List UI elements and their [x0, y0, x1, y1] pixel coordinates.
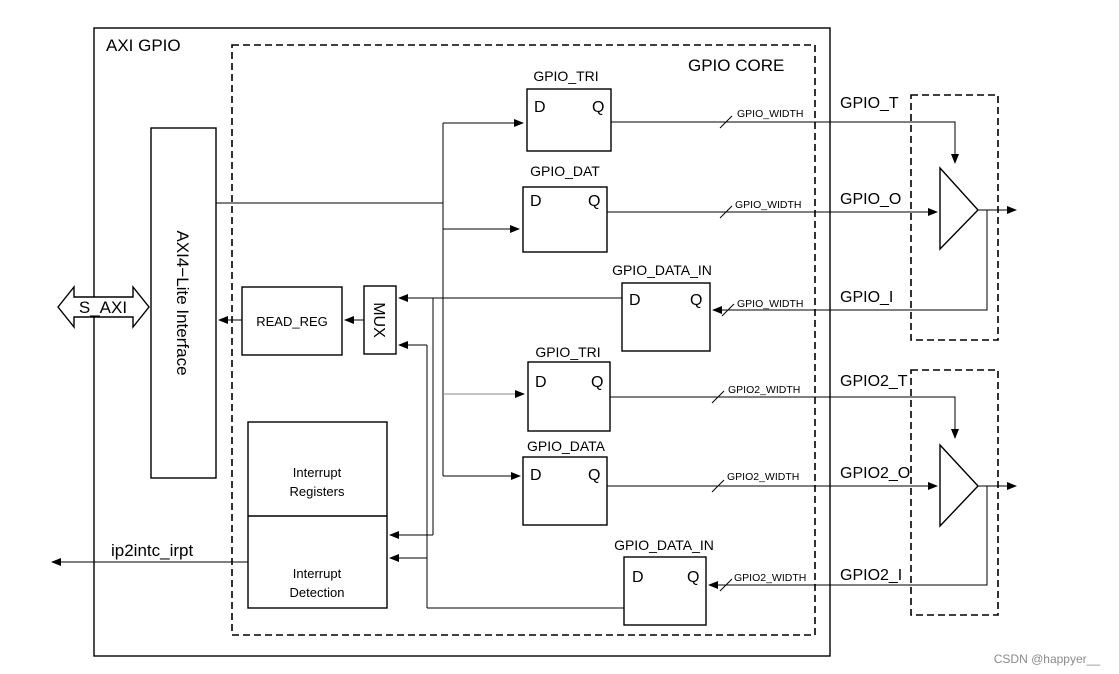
gpio2-data-in-label: GPIO_DATA_IN — [614, 537, 714, 553]
gpio-i-label: GPIO_I — [840, 289, 893, 306]
gpio-tri-register — [526, 88, 612, 152]
gpio2-t-line — [610, 396, 959, 439]
gpio-t-line — [611, 121, 959, 164]
channel1-io-buffer-region — [910, 94, 999, 341]
gpio-dat-register — [522, 186, 608, 253]
gpio2-t-bus-slash — [711, 390, 725, 404]
csdn-watermark: CSDN @happyer__ — [994, 652, 1101, 666]
gpio-tri-q: Q — [592, 99, 604, 116]
gpio-t-label: GPIO_T — [840, 95, 899, 112]
gpio-dat-q: Q — [588, 193, 600, 210]
gpio2-data-in-q: Q — [687, 569, 699, 586]
gpio2-i-bus-slash — [719, 578, 733, 592]
gpio2-t-label: GPIO2_T — [840, 373, 908, 390]
gpio-core-title: GPIO CORE — [688, 56, 784, 75]
gpio-data-in-q: Q — [690, 292, 702, 309]
gpio2-i-label: GPIO2_I — [840, 567, 902, 584]
channel2-io-buffer-region — [910, 369, 999, 616]
gpio-t-width: GPIO_WIDTH — [737, 108, 804, 120]
interrupt-registers-line1: Interrupt — [293, 465, 342, 480]
gpio2-tri-register — [527, 361, 611, 432]
axi4-lite-label: AXI4−Lite Interface — [173, 230, 192, 375]
gpio-o-bus-slash — [719, 205, 733, 219]
gpio-o-width: GPIO_WIDTH — [735, 199, 802, 211]
gpio-o-label: GPIO_O — [840, 191, 901, 208]
gpio-dat-d: D — [530, 193, 542, 210]
gpio-data-in-d: D — [629, 292, 641, 309]
gpio-i-width: GPIO_WIDTH — [737, 298, 804, 310]
gpio2-i-width: GPIO2_WIDTH — [734, 572, 806, 584]
read-reg-label: READ_REG — [256, 314, 328, 329]
gpio-t-bus-slash — [719, 115, 733, 129]
gpio2-o-label: GPIO2_O — [840, 465, 910, 482]
gpio2-data-q: Q — [588, 467, 600, 484]
ip2intc-label: ip2intc_irpt — [111, 541, 193, 560]
read-reg-block — [241, 286, 343, 356]
gpio-tri-d: D — [534, 99, 546, 116]
mux-block — [363, 285, 397, 355]
gpio2-t-width: GPIO2_WIDTH — [728, 384, 800, 396]
gpio2-o-bus-slash — [711, 479, 725, 493]
axi4-lite-interface-block — [150, 127, 217, 479]
gpio-i-bus-slash — [721, 303, 735, 317]
gpio2-tri-q: Q — [591, 374, 603, 391]
s-axi-label: S_AXI — [79, 298, 127, 317]
gpio2-data-register — [522, 456, 608, 526]
gpio2-data-label: GPIO_DATA — [527, 438, 606, 454]
gpio-dat-label: GPIO_DAT — [530, 163, 600, 179]
gpio-channel1-buffer — [939, 166, 979, 251]
axi-gpio-box — [93, 27, 831, 657]
gpio2-data-in-register — [623, 556, 707, 626]
gpio2-tri-label: GPIO_TRI — [535, 344, 600, 360]
gpio2-i-line — [708, 486, 988, 589]
gpio-core-box — [231, 44, 816, 636]
interrupt-block — [247, 421, 388, 609]
interrupt-detection-line2: Detection — [290, 585, 345, 600]
gpio-i-line — [712, 210, 988, 314]
s-axi-arrow — [57, 285, 150, 329]
gpio-data-in-register — [621, 282, 711, 352]
gpio-data-in-label: GPIO_DATA_IN — [612, 262, 712, 278]
gpio2-tri-d: D — [535, 374, 547, 391]
mux-label: MUX — [370, 302, 387, 338]
axi-gpio-title: AXI GPIO — [106, 36, 181, 55]
gpio2-o-width: GPIO2_WIDTH — [727, 471, 799, 483]
interrupt-registers-line2: Registers — [290, 484, 345, 499]
interrupt-detection-line1: Interrupt — [293, 566, 342, 581]
gpio-channel2-buffer — [939, 443, 979, 528]
gpio2-data-in-d: D — [632, 569, 644, 586]
gpio-tri-label: GPIO_TRI — [533, 68, 598, 84]
gpio2-data-d: D — [530, 467, 542, 484]
